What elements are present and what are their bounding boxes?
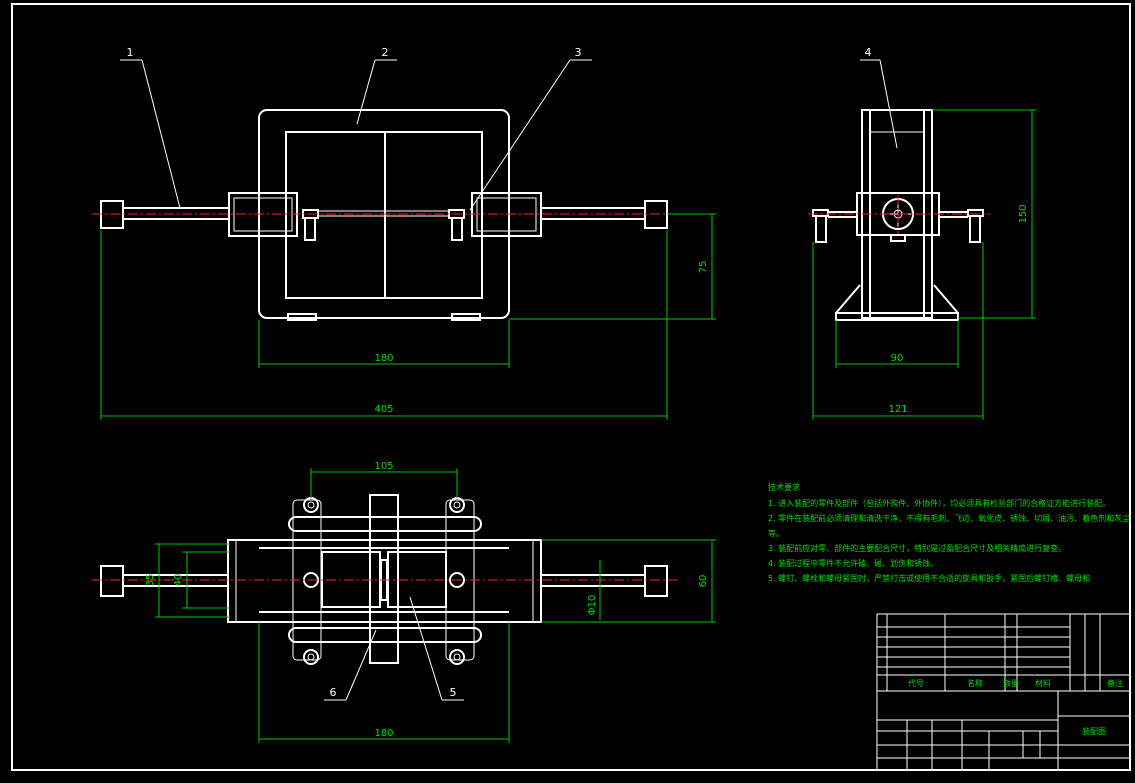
top-frame (227, 539, 542, 623)
notes-line-3: 等。 (768, 528, 784, 538)
title-material-header: 材料 (1035, 678, 1051, 688)
part-label-5: 5 (450, 686, 457, 699)
dim-front-75: 75 (698, 261, 709, 274)
dim-top-180: 180 (374, 728, 393, 739)
title-remark-header: 备注 (1107, 678, 1123, 688)
dim-side-90: 90 (891, 353, 904, 364)
dim-top-35: 35 (145, 574, 156, 587)
drawing-border (11, 3, 1131, 771)
notes-line-2: 2. 零件在装配前必须清理和清洗干净，不得有毛刺、飞边、氧化皮、锈蚀、切屑、油污… (768, 513, 1130, 523)
dim-front-405: 405 (374, 404, 393, 415)
dim-front-180: 180 (374, 353, 393, 364)
title-code-header: 代号 (908, 678, 924, 688)
top-view: 105 35 40 Φ10 60 180 (92, 461, 716, 743)
top-left-knob (100, 565, 124, 597)
front-view: 180 405 75 (92, 109, 716, 420)
part-leaders: 1 2 3 4 5 6 (120, 46, 898, 701)
title-block: 代号 名称 数量 材料 备注 装配图 (876, 613, 1131, 771)
top-center-bar (369, 494, 399, 664)
technical-notes: 技术要求 1. 进入装配的零件及部件（包括外购件、外协件），均必须具有检验部门的… (768, 482, 1130, 583)
dim-top-105: 105 (374, 461, 393, 472)
top-bolt-bl (303, 649, 319, 665)
title-name-header: 名称 (967, 678, 983, 688)
notes-line-4: 3. 装配前应对零、部件的主要配合尺寸，特别是过盈配合尺寸及相关精度进行复查。 (768, 543, 1066, 553)
part-label-6: 6 (330, 686, 337, 699)
top-right-knob (644, 565, 668, 597)
dim-top-40: 40 (173, 574, 184, 587)
part-label-2: 2 (382, 46, 389, 59)
dim-side-121: 121 (888, 404, 907, 415)
notes-line-1: 1. 进入装配的零件及部件（包括外购件、外协件），均必须具有检验部门的合格证方能… (768, 498, 1110, 508)
title-drawing-name: 装配图 (1082, 726, 1106, 736)
part-label-4: 4 (865, 46, 872, 59)
dim-top-phi10: Φ10 (587, 595, 598, 616)
dim-top-60: 60 (698, 575, 709, 588)
notes-line-6: 5. 螺钉、螺栓和螺母紧固时，严禁打击或使用不合适的旋具和扳手，紧固后螺钉槽、螺… (768, 573, 1090, 583)
part-label-3: 3 (575, 46, 582, 59)
top-bolt-br (449, 649, 465, 665)
notes-line-5: 4. 装配过程中零件不允许磕、碰、划伤和锈蚀。 (768, 558, 938, 568)
title-qty-header: 数量 (1003, 678, 1019, 688)
part-label-1: 1 (127, 46, 134, 59)
side-base (835, 312, 959, 321)
side-view: 150 90 121 (808, 109, 1036, 420)
dim-side-150: 150 (1018, 204, 1029, 223)
notes-title: 技术要求 (768, 482, 800, 492)
